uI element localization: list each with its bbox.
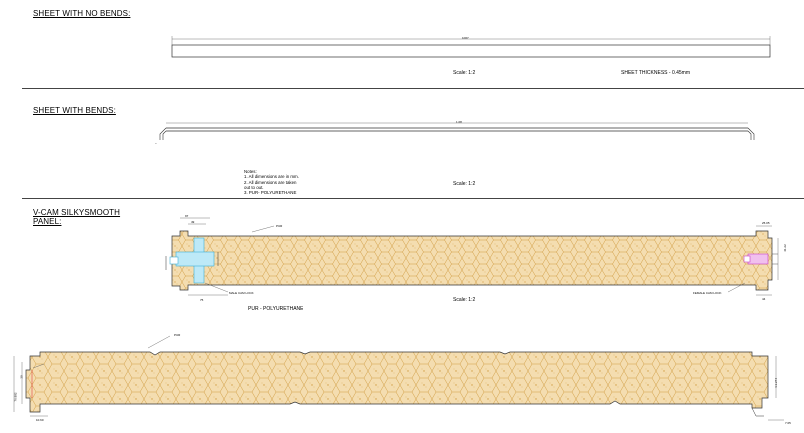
dimension-no-bends: 1067 (462, 36, 469, 40)
sheet-no-bends-drawing (171, 36, 771, 58)
note-item: 1. All dimensions are in mm. (244, 174, 299, 180)
divider-rule-2 (22, 198, 804, 199)
scale-panel: Scale: 1:2 (453, 297, 476, 303)
sheet-with-bends-drawing: ~ (155, 122, 755, 145)
panel-title-line2: PANEL: (33, 217, 62, 226)
pur-label-detail: PUR (174, 333, 181, 337)
section-title-no-bends: SHEET WITH NO BENDS: (33, 9, 131, 18)
section-title-panel: V-CAM SILKYSMOOTH PANEL: (33, 208, 120, 226)
panel-dim-mid: 49 (191, 220, 195, 224)
notes-title: Notes: (244, 169, 257, 174)
male-cam-lock-detail (165, 237, 219, 284)
detail-panel-drawing (13, 335, 784, 421)
panel-dim-right-bottom: 44 (762, 297, 766, 301)
pur-legend: PUR - POLYURETHANE (248, 306, 304, 310)
pur-label-panel: PUR (276, 224, 283, 228)
panel-dim-right-top: 25.05 (762, 221, 770, 225)
panel-dim-bottom: 75 (200, 298, 204, 302)
notes-block: Notes: 1. All dimensions are in mm. 2. A… (244, 169, 299, 195)
note-item: 3. PUR- POLYURETHANE (244, 190, 297, 196)
dimension-with-bends: 1.08 (456, 120, 462, 124)
panel-title-line1: V-CAM SILKYSMOOTH (33, 208, 121, 217)
sheet-thickness: SHEET THICKNESS - 0.45mm (621, 70, 690, 76)
female-cam-lock-label: FEMALE CAM LOCK (693, 291, 722, 295)
panel-drawing (165, 217, 779, 296)
detail-dim-right-bottom: 7.05 (785, 421, 791, 425)
section-title-with-bends: SHEET WITH BENDS: (33, 106, 116, 115)
divider-rule-1 (22, 88, 804, 89)
detail-dim-c: 10.60 (36, 418, 44, 422)
male-cam-lock-label: MALE CAM LOCK (229, 291, 254, 295)
scale-with-bends: Scale: 1:2 (453, 181, 476, 187)
note-item: out to out. (244, 184, 264, 190)
svg-text:~: ~ (155, 141, 157, 145)
female-cam-lock-detail (743, 253, 778, 265)
panel-dim-top: 97 (185, 214, 189, 218)
note-item: 2. All dimensions are taken (244, 179, 297, 185)
scale-no-bends: Scale: 1:2 (453, 70, 476, 76)
